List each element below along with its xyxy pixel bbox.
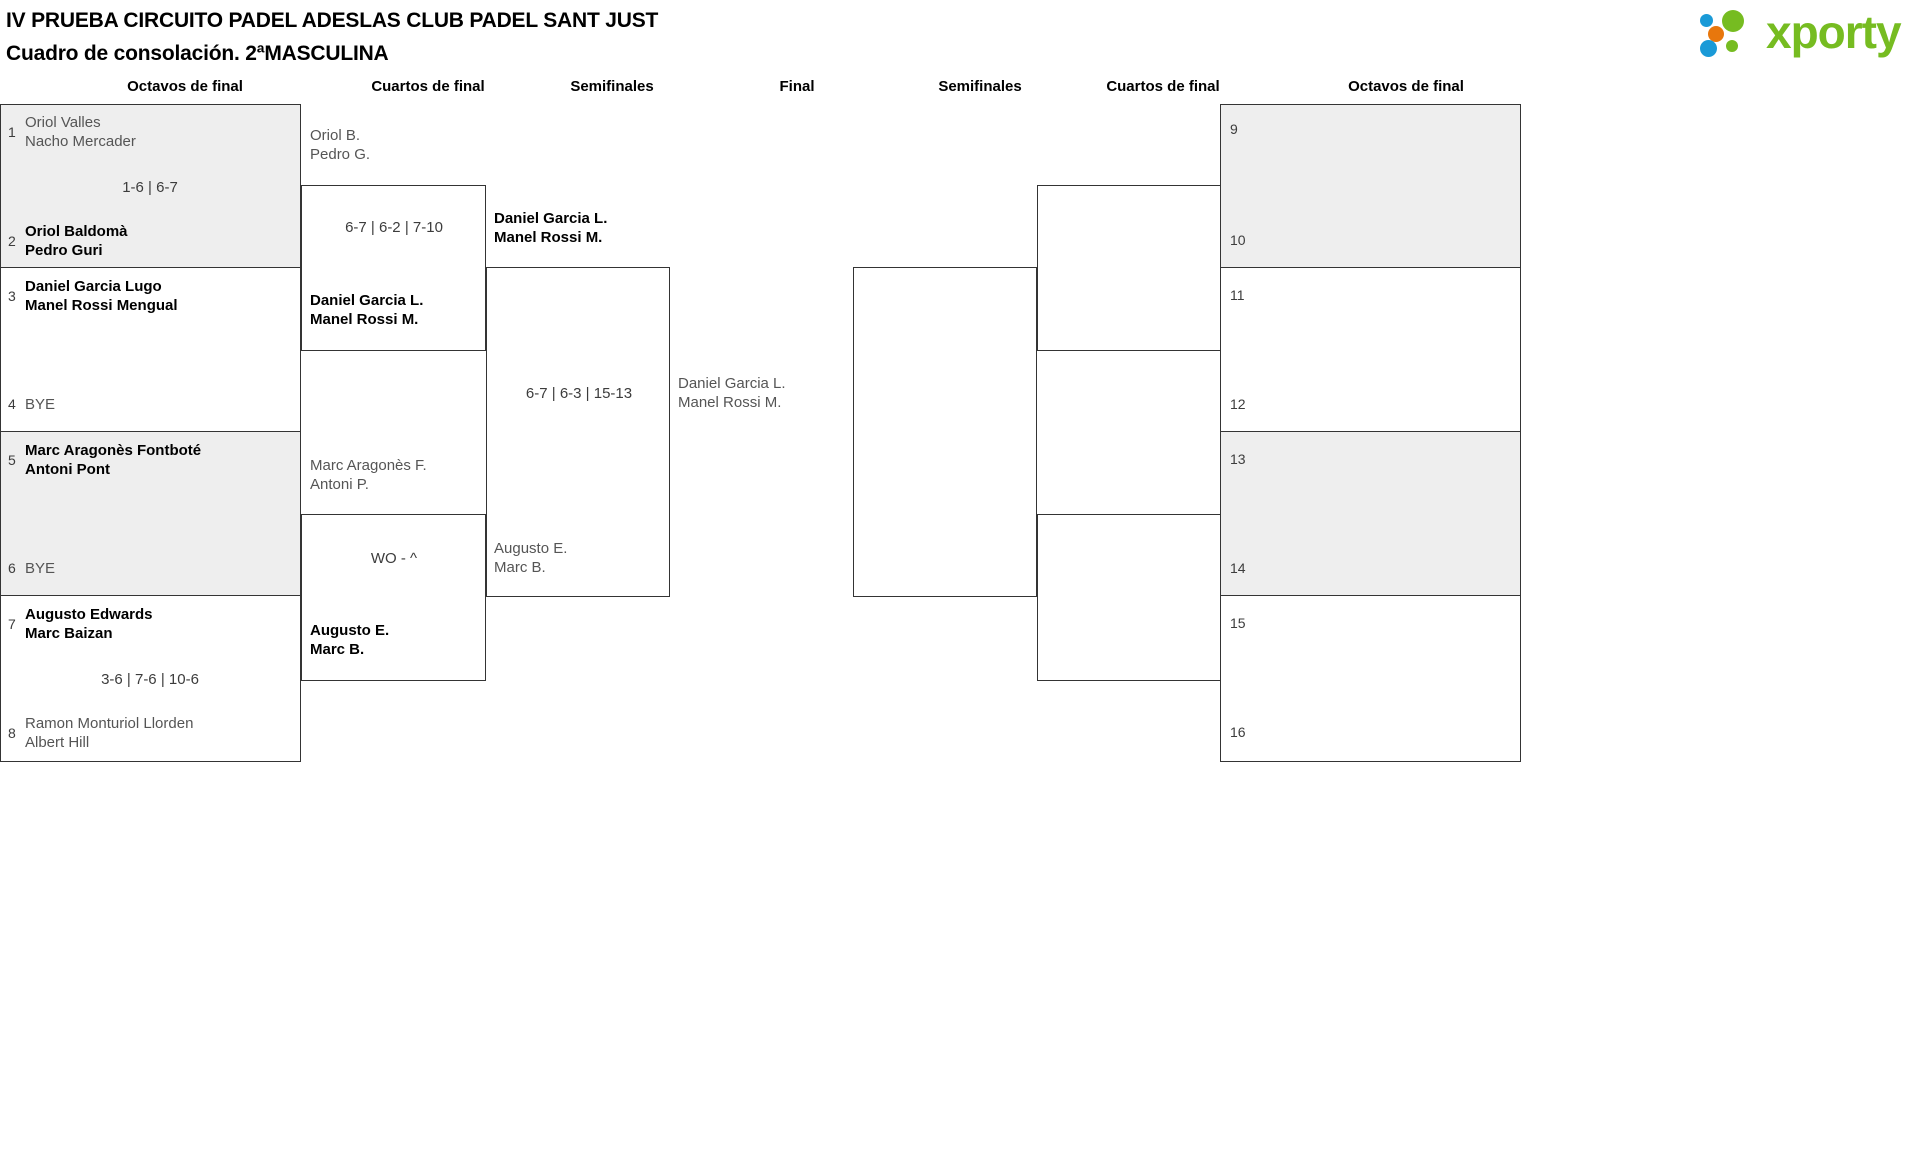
round-header-final: Final bbox=[779, 78, 815, 95]
left-semis-box bbox=[486, 267, 670, 597]
seed-number: 9 bbox=[1230, 121, 1238, 137]
round-header-left-octavos: Octavos de final bbox=[127, 78, 243, 95]
score-left-cuartos-2: WO - ^ bbox=[370, 550, 418, 567]
seed-number: 13 bbox=[1230, 451, 1246, 467]
score-left-octavos-4: 3-6 | 7-6 | 10-6 bbox=[101, 671, 199, 688]
player-names: BYE bbox=[25, 560, 56, 577]
bracket-subtitle: Cuadro de consolación. 2ªMASCULINA bbox=[6, 42, 389, 65]
logo-dots-icon bbox=[1700, 10, 1764, 57]
left-cuartos-entry-2[interactable]: Daniel Garcia L. Manel Rossi M. bbox=[310, 292, 424, 328]
right-octavos-sep-3 bbox=[1220, 595, 1521, 596]
seed-number: 5 bbox=[8, 452, 16, 468]
seed-number: 11 bbox=[1230, 287, 1245, 303]
right-semis-box bbox=[853, 267, 1037, 597]
round-header-right-semis: Semifinales bbox=[938, 78, 1022, 95]
seed-number: 10 bbox=[1230, 232, 1246, 248]
logo-wordmark: xporty bbox=[1766, 6, 1902, 58]
score-left-cuartos-1: 6-7 | 6-2 | 7-10 bbox=[345, 219, 443, 236]
band-left-3 bbox=[1, 432, 300, 596]
score-left-octavos-1: 1-6 | 6-7 bbox=[122, 179, 178, 196]
band-right-3 bbox=[1221, 432, 1520, 596]
round-header-right-octavos: Octavos de final bbox=[1348, 78, 1464, 95]
player-names: Oriol Baldomà Pedro Guri bbox=[25, 223, 128, 259]
band-right-1 bbox=[1221, 105, 1520, 268]
page-title: IV PRUEBA CIRCUITO PADEL ADESLAS CLUB PA… bbox=[6, 4, 658, 70]
band-left-4 bbox=[1, 596, 300, 761]
xporty-logo: xporty bbox=[1700, 6, 1910, 60]
left-octavos-frame bbox=[0, 104, 301, 762]
seed-number: 8 bbox=[8, 725, 16, 741]
player-names: Oriol Valles Nacho Mercader bbox=[25, 114, 136, 150]
seed-number: 2 bbox=[8, 233, 16, 249]
left-cuartos-box-1 bbox=[301, 185, 486, 351]
band-left-2 bbox=[1, 268, 300, 432]
right-cuartos-box-1 bbox=[1037, 185, 1222, 351]
right-octavos-sep-2 bbox=[1220, 431, 1521, 432]
left-cuartos-box-2 bbox=[301, 514, 486, 681]
left-octavos-sep-1 bbox=[0, 267, 301, 268]
left-cuartos-entry-1[interactable]: Oriol B. Pedro G. bbox=[310, 127, 371, 163]
seed-number: 7 bbox=[8, 616, 16, 632]
round-header-left-cuartos: Cuartos de final bbox=[371, 78, 485, 95]
band-right-2 bbox=[1221, 268, 1520, 432]
score-left-semis-1: 6-7 | 6-3 | 15-13 bbox=[525, 385, 633, 402]
band-left-1 bbox=[1, 105, 300, 268]
seed-number: 15 bbox=[1230, 615, 1246, 631]
left-octavos-sep-2 bbox=[0, 431, 301, 432]
player-names: Augusto Edwards Marc Baizan bbox=[25, 606, 153, 642]
seed-number: 3 bbox=[8, 288, 16, 304]
left-cuartos-entry-3[interactable]: Marc Aragonès F. Antoni P. bbox=[310, 457, 427, 493]
left-octavos-sep-3 bbox=[0, 595, 301, 596]
final-entry[interactable]: Daniel Garcia L. Manel Rossi M. bbox=[678, 375, 786, 411]
seed-number: 1 bbox=[8, 124, 16, 140]
seed-number: 16 bbox=[1230, 724, 1246, 740]
seed-number: 6 bbox=[8, 560, 16, 576]
right-octavos-frame bbox=[1220, 104, 1521, 762]
round-header-right-cuartos: Cuartos de final bbox=[1106, 78, 1220, 95]
player-names: Daniel Garcia Lugo Manel Rossi Mengual bbox=[25, 278, 178, 314]
right-octavos-sep-1 bbox=[1220, 267, 1521, 268]
right-cuartos-box-2 bbox=[1037, 514, 1222, 681]
left-semis-entry-1[interactable]: Daniel Garcia L. Manel Rossi M. bbox=[494, 210, 608, 246]
player-names: Ramon Monturiol Llorden Albert Hill bbox=[25, 715, 194, 751]
player-names: Marc Aragonès Fontboté Antoni Pont bbox=[25, 442, 202, 478]
seed-number: 4 bbox=[8, 396, 16, 412]
band-right-4 bbox=[1221, 596, 1520, 761]
tournament-title: IV PRUEBA CIRCUITO PADEL ADESLAS CLUB PA… bbox=[6, 9, 659, 32]
round-header-left-semis: Semifinales bbox=[570, 78, 654, 95]
seed-number: 12 bbox=[1230, 396, 1246, 412]
seed-number: 14 bbox=[1230, 560, 1246, 576]
left-cuartos-entry-4[interactable]: Augusto E. Marc B. bbox=[310, 622, 390, 658]
player-names: BYE bbox=[25, 396, 56, 413]
left-semis-entry-2[interactable]: Augusto E. Marc B. bbox=[494, 540, 568, 576]
